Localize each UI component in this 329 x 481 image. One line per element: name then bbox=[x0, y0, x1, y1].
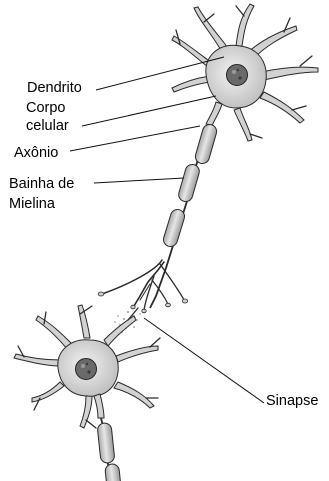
label-celular: celular bbox=[26, 118, 69, 135]
label-sinapse: Sinapse bbox=[266, 393, 318, 410]
lower-myelin-sheath bbox=[97, 422, 121, 481]
myelin-sheath bbox=[162, 123, 218, 248]
leader-sinapse bbox=[144, 318, 264, 403]
myelin-segment bbox=[97, 422, 115, 463]
upper-nucleus bbox=[227, 65, 248, 86]
terminal-button bbox=[98, 292, 104, 296]
myelin-segment bbox=[105, 463, 122, 481]
terminal-button bbox=[142, 309, 146, 313]
terminal-button bbox=[182, 299, 187, 303]
leader-corpo-celular bbox=[82, 96, 216, 126]
leader-dendrito bbox=[96, 57, 224, 90]
terminal-button bbox=[166, 303, 171, 307]
label-mielina: Mielina bbox=[9, 196, 55, 213]
leader-axonio bbox=[70, 126, 200, 151]
label-dendrito: Dendrito bbox=[27, 80, 82, 97]
axon-terminals bbox=[102, 260, 184, 310]
axon-hillock bbox=[206, 102, 222, 126]
label-corpo: Corpo bbox=[26, 100, 66, 117]
terminal-button bbox=[131, 305, 135, 309]
leader-bainha bbox=[94, 178, 184, 183]
myelin-segment bbox=[194, 123, 218, 165]
lower-nucleus bbox=[76, 359, 97, 380]
lower-axon-hillock bbox=[94, 394, 104, 418]
label-axonio: Axônio bbox=[14, 145, 58, 162]
label-bainha: Bainha de bbox=[9, 176, 74, 193]
myelin-segment bbox=[177, 163, 201, 203]
myelin-segment bbox=[162, 208, 186, 248]
